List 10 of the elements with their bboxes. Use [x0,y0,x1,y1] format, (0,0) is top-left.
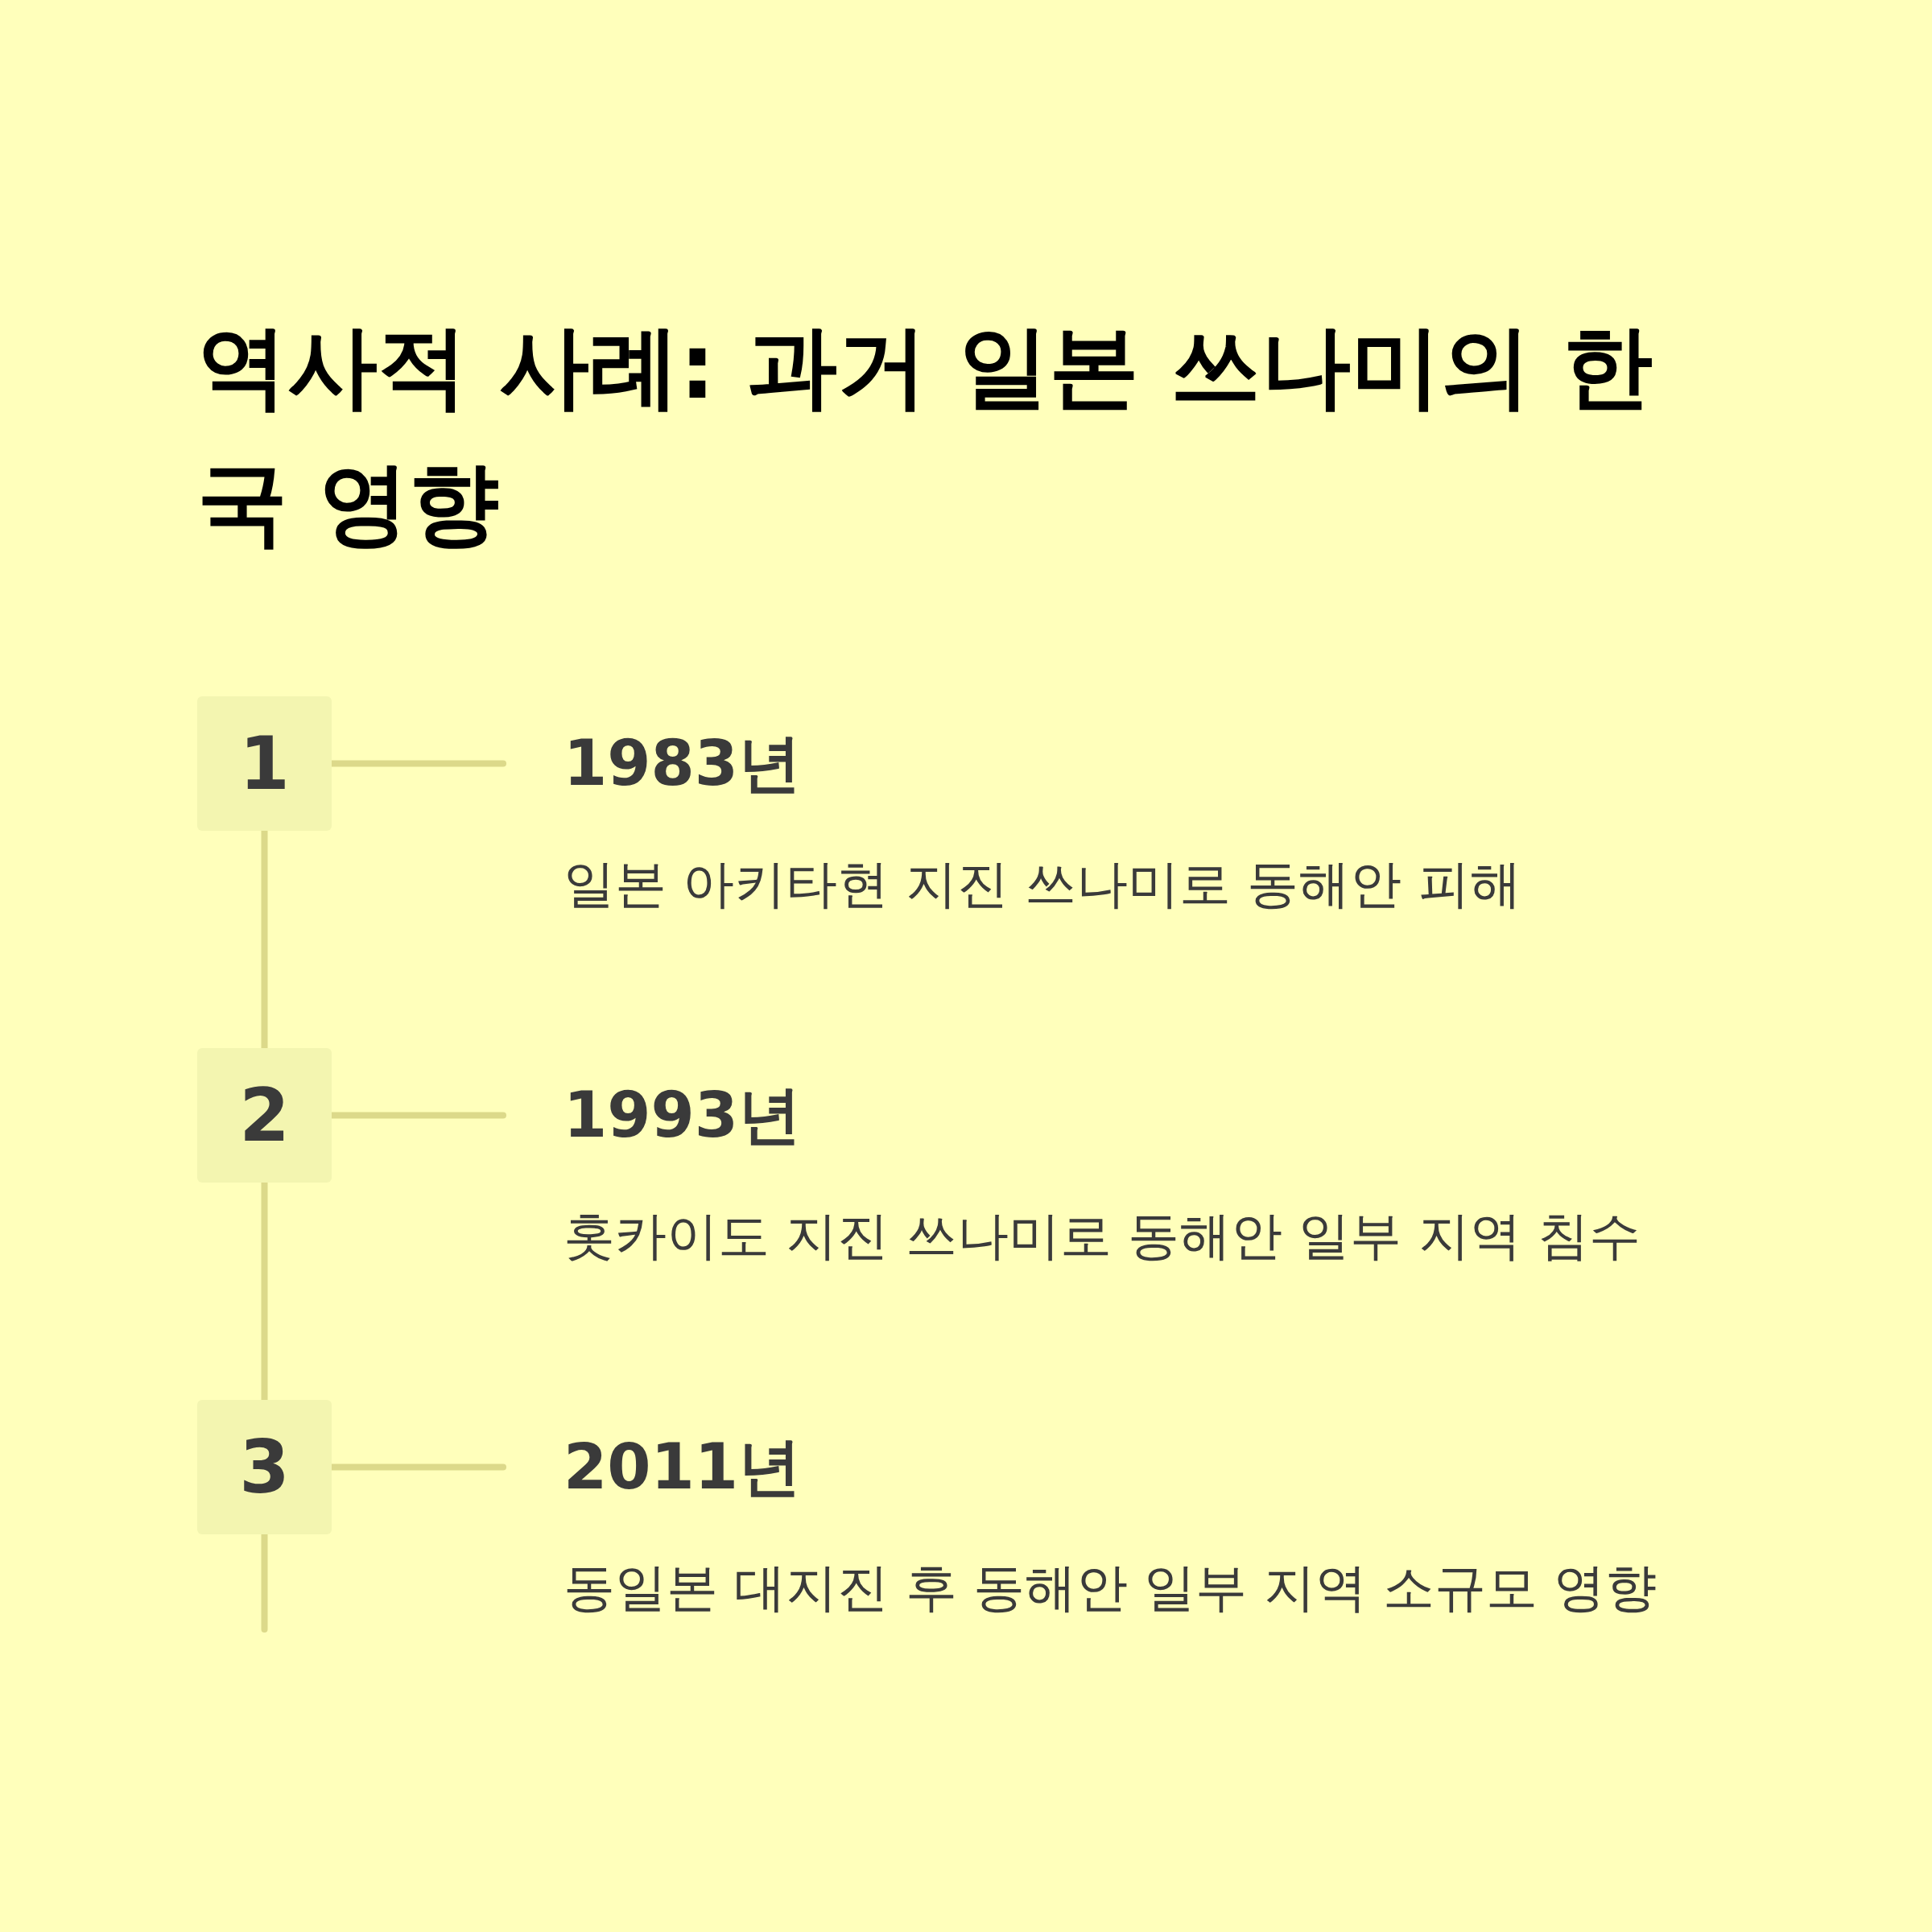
event-description: 일본 아키타현 지진 쓰나미로 동해안 피해 [564,853,1522,915]
year-heading: 1983년 [564,726,803,801]
year-heading: 1993년 [564,1078,803,1153]
step-number-box: 2 [197,1048,332,1183]
event-description: 동일본 대지진 후 동해안 일부 지역 소규모 영향 [564,1557,1658,1619]
event-description: 홋카이도 지진 쓰나미로 동해안 일부 지역 침수 [564,1205,1642,1267]
step-number-box: 3 [197,1400,332,1534]
year-heading: 2011년 [564,1430,803,1505]
step-number-box: 1 [197,696,332,831]
title: 역사적 사례: 과거 일본 쓰나미의 한국 영향 [197,313,1653,557]
